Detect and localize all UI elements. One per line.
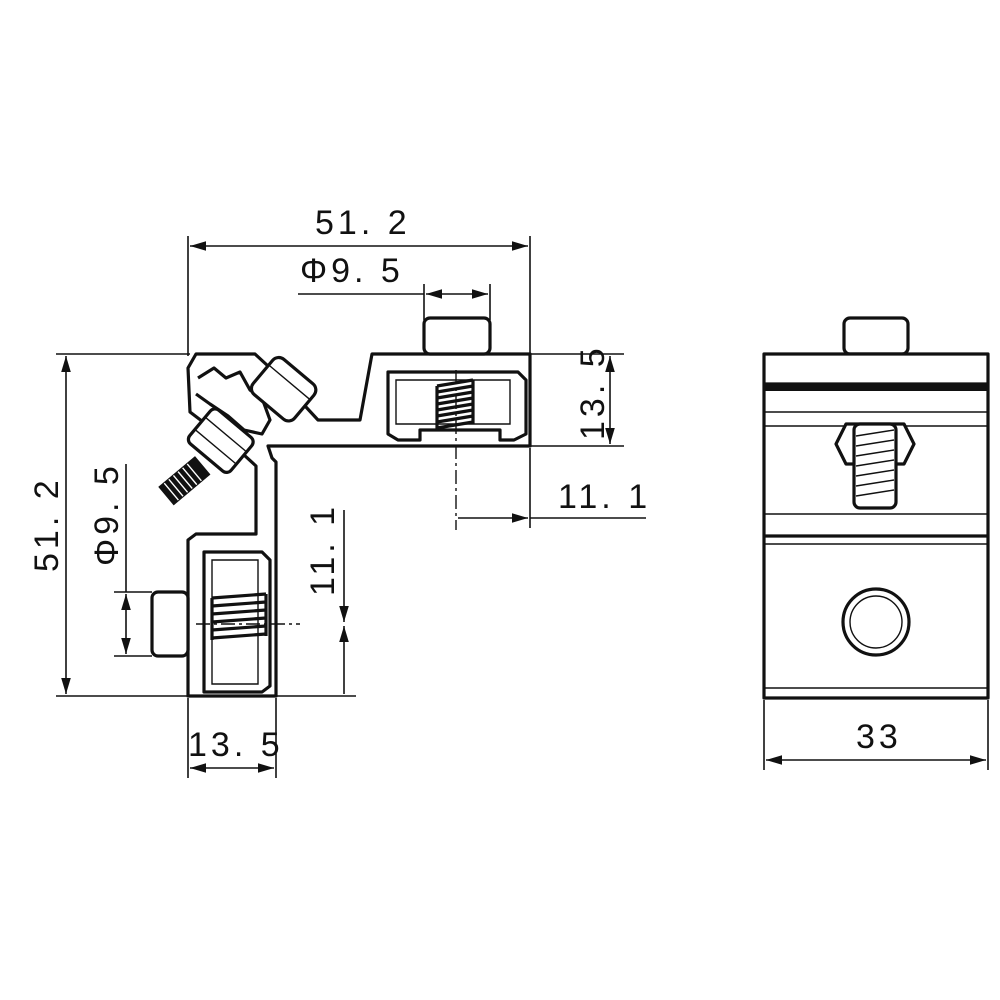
side-hole-inner [849, 595, 903, 649]
dim-side-width: 33 [856, 718, 902, 756]
bottom-spring [211, 592, 267, 640]
top-pin [422, 316, 492, 356]
dim-top-offset: 11. 1 [558, 478, 651, 516]
dim-top-height: 13. 5 [574, 344, 612, 440]
clamp-profile [186, 352, 532, 698]
dim-left-hole: Φ9. 5 [88, 462, 126, 566]
dim-top-hole: Φ9. 5 [300, 252, 404, 290]
side-top-pin [842, 316, 910, 356]
top-spring [436, 378, 474, 430]
front-view [150, 316, 532, 698]
bottom-channel [202, 550, 272, 694]
hex-nut [186, 407, 255, 474]
dim-top-width: 51. 2 [315, 204, 411, 242]
side-dimensions: 33 [763, 700, 989, 770]
dim-left-height: 51. 2 [28, 476, 66, 572]
dim-left-offset: 11. 1 [304, 503, 342, 596]
angled-bolt-head [249, 355, 318, 423]
side-view [762, 316, 990, 700]
threaded-stud [158, 456, 211, 506]
dim-bottom-width: 13. 5 [188, 726, 284, 764]
side-hole-outer [841, 587, 911, 657]
bottom-pin [150, 590, 190, 658]
top-channel [386, 370, 528, 442]
front-dimensions: 51. 2 Φ9. 5 13. 5 11. 1 51. 2 Φ9. 5 11. [28, 204, 651, 778]
